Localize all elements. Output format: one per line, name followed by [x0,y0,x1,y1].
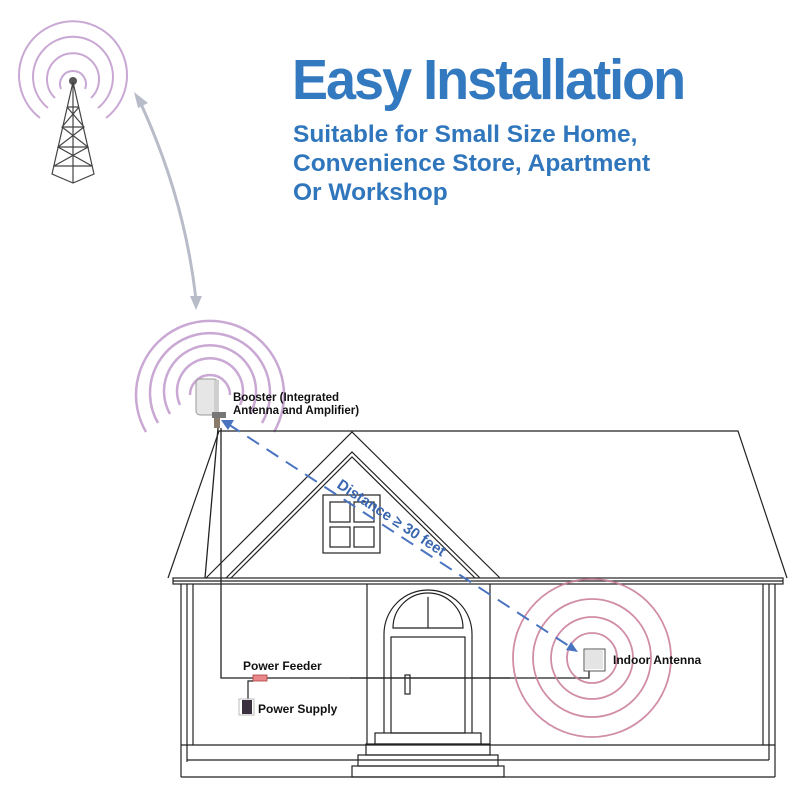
coaxial-cable [204,427,590,679]
house-outline [167,430,788,778]
distance-arrow [221,420,578,652]
booster-label-line1: Booster (Integrated [233,392,339,404]
signal-link-arrow [134,92,202,310]
power-feeder-icon [252,674,268,682]
cell-tower-icon [18,20,128,184]
distance-label: Distance ≥ 30 feet [334,476,449,560]
indoor-antenna-label: Indoor Antenna [613,653,702,667]
indoor-antenna-icon [583,648,606,672]
indoor-signal-waves [512,578,672,738]
booster-label-line2: Antenna and Amplifier) [233,405,359,417]
power-feeder-label: Power Feeder [243,659,322,673]
page-title: Easy Installation [292,48,686,112]
power-supply-label: Power Supply [258,702,338,716]
power-supply-icon [238,698,255,716]
booster-signal-waves [134,319,286,433]
booster-antenna-icon [195,378,226,428]
page-subtitle: Suitable for Small Size Home, Convenienc… [293,121,651,206]
